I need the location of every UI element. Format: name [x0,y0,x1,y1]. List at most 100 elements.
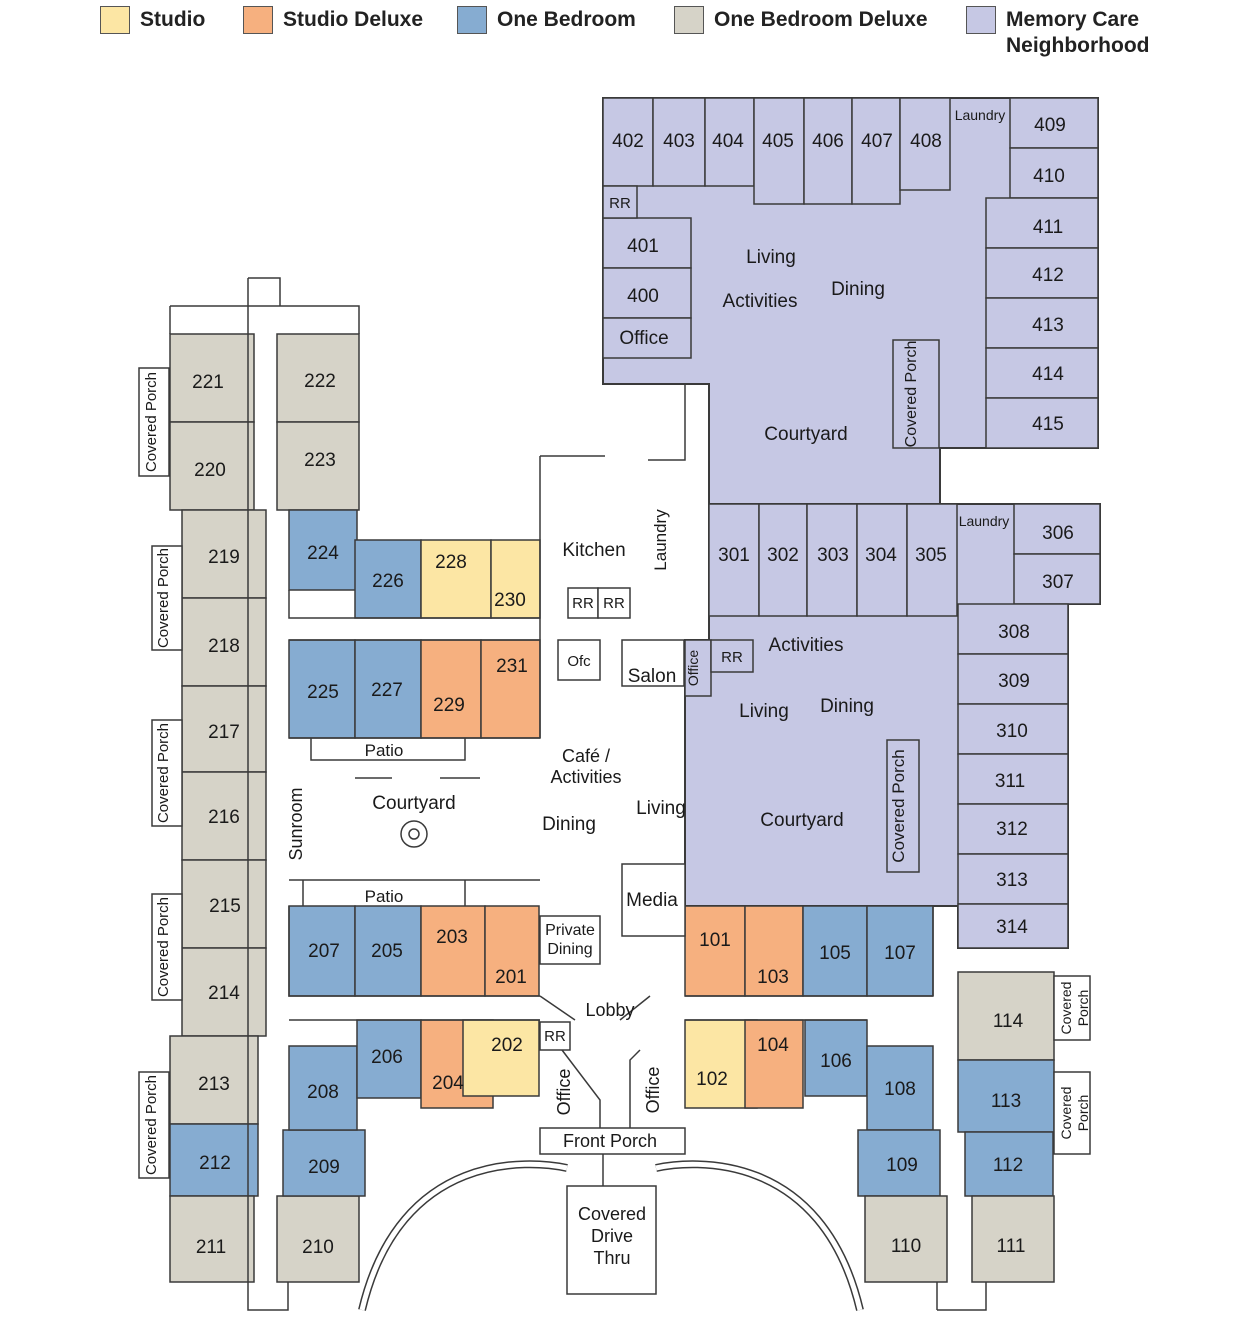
unit-label-228: 228 [435,552,467,573]
porch-213-box [138,1071,170,1179]
unit-414 [985,347,1099,399]
unit-212 [169,1123,259,1197]
legend-label-studio-deluxe: Studio Deluxe [283,8,424,31]
unit-label-203: 203 [436,927,468,948]
unit-106 [804,1019,868,1097]
unit-114 [957,971,1055,1061]
ofc-room [557,639,601,681]
unit-label-310: 310 [996,721,1028,742]
unit-214 [181,947,267,1037]
unit-label-303: 303 [817,545,849,566]
unit-label-105: 105 [819,943,851,964]
unit-101 [684,905,746,997]
porch-114-box [1053,975,1091,1041]
space-label-rr-400: RR [609,195,631,212]
porch-113-box [1053,1071,1091,1155]
unit-label-218: 218 [208,636,240,657]
unit-205 [354,905,422,997]
unit-label-305: 305 [915,545,947,566]
unit-112 [964,1131,1054,1197]
unit-221 [169,333,255,423]
unit-label-412: 412 [1032,265,1064,286]
wall-line [566,1185,657,1295]
space-label-porch-213: Covered Porch [143,1075,160,1175]
wall-line [539,1127,686,1155]
unit-label-114: 114 [993,1011,1024,1032]
rr-300-room [710,639,754,673]
unit-311 [957,753,1069,805]
unit-404 [704,97,755,187]
unit-303 [806,503,858,617]
space-label-dining-main: Dining [542,814,596,835]
wall-line [539,455,605,738]
space-label-porch-221: Covered Porch [143,372,160,472]
wall-line [685,995,933,1021]
unit-label-104: 104 [757,1035,789,1056]
unit-301 [708,503,760,617]
porch-300-box [886,739,920,873]
unit-409 [1009,97,1099,149]
fountain-outer [400,820,428,848]
unit-label-225: 225 [307,682,339,703]
unit-label-217: 217 [208,722,240,743]
unit-label-410: 410 [1033,166,1065,187]
unit-401 [602,217,692,269]
unit-label-407: 407 [861,131,893,152]
unit-218 [181,597,267,687]
unit-label-414: 414 [1032,364,1064,385]
unit-label-221: 221 [192,372,224,393]
space-label-courtyard-400: Courtyard [764,424,847,445]
wall-line [539,995,651,1021]
unit-label-406: 406 [812,131,844,152]
space-label-laundry-main: Laundry [651,509,670,571]
unit-213 [169,1035,259,1125]
unit-206 [356,1019,422,1099]
wall-line [302,880,466,906]
private-dining-room [539,915,601,965]
legend-one-bedroom: One Bedroom [457,6,636,66]
unit-label-216: 216 [208,807,240,828]
unit-111 [971,1195,1055,1283]
space-label-porch-113: CoveredPorch [1058,1087,1091,1140]
unit-label-302: 302 [767,545,799,566]
unit-label-400: 400 [627,286,659,307]
space-label-living-300: Living [739,701,789,722]
unit-label-112: 112 [993,1155,1023,1176]
space-label-rr-kitchen-1: RR [572,595,594,612]
space-label-media: Media [626,890,678,911]
unit-410 [1009,147,1099,199]
space-label-activities-300: Activities [769,635,844,656]
space-label-ofc: Ofc [567,653,591,670]
unit-label-307: 307 [1042,572,1074,593]
unit-label-220: 220 [194,460,226,481]
unit-label-405: 405 [762,131,794,152]
unit-203 [420,905,486,997]
unit-201 [484,905,540,997]
unit-207 [288,905,356,997]
legend-label-one-bedroom: One Bedroom [497,8,636,31]
unit-label-306: 306 [1042,523,1074,544]
unit-label-205: 205 [371,941,403,962]
unit-label-226: 226 [372,571,404,592]
office-400-room [602,317,692,359]
unit-406 [803,97,853,205]
space-label-office-300: Office [685,650,701,687]
unit-label-229: 229 [433,695,465,716]
legend-swatch-studio [100,6,130,34]
legend-label-studio: Studio [140,8,206,31]
wall-line [310,738,466,761]
porch-221-box [138,367,170,477]
unit-408 [899,97,951,191]
unit-label-108: 108 [884,1079,916,1100]
unit-label-312: 312 [996,819,1028,840]
unit-label-223: 223 [304,450,336,471]
unit-label-401: 401 [627,236,659,257]
rr-400-room [602,185,638,219]
legend-one-bedroom-deluxe: One Bedroom Deluxe [674,6,928,66]
space-label-rr-kitchen-2: RR [603,595,625,612]
unit-label-231: 231 [496,656,528,677]
unit-231 [480,639,541,739]
unit-229 [420,639,482,739]
